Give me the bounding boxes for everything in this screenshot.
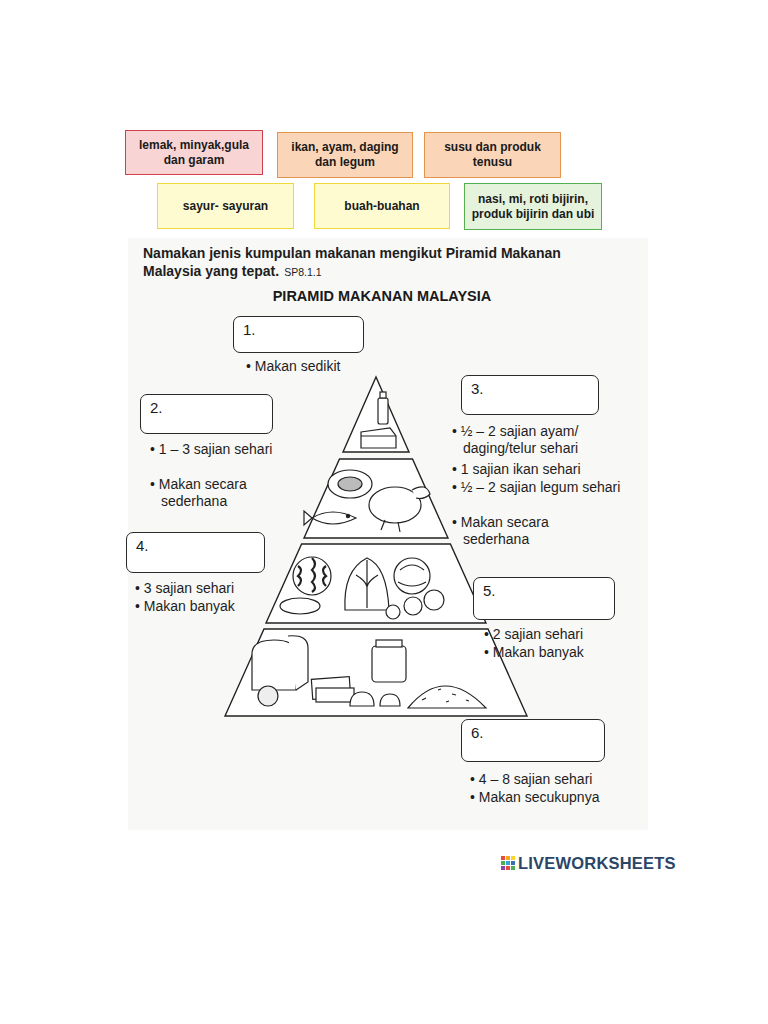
- option-text: lemak, minyak,gula dan garam: [132, 138, 256, 168]
- note-text: • 2 sajian sehari: [484, 626, 645, 643]
- option-text: sayur- sayuran: [183, 199, 268, 214]
- brand-logo: LIVEWORKSHEETS: [518, 853, 688, 873]
- note-text: • 1 – 3 sajian sehari: [150, 441, 291, 458]
- vegetable-fruit-drawing: [280, 557, 444, 619]
- note-text: • ½ – 2 sajian legum sehari: [452, 479, 631, 496]
- note-text: • Makan banyak: [135, 598, 286, 615]
- answer-box: 4.: [126, 532, 265, 573]
- option-box: nasi, mi, roti bijirin, produk bijirin d…: [464, 183, 602, 230]
- option-box: sayur- sayuran: [157, 183, 294, 229]
- note-text: • Makan secara sederhana: [452, 514, 603, 548]
- answer-box: 6.: [461, 719, 605, 762]
- answer-number: 4.: [136, 537, 149, 554]
- option-text: buah-buahan: [344, 199, 419, 214]
- option-text: nasi, mi, roti bijirin, produk bijirin d…: [471, 192, 595, 222]
- answer-number: 1.: [243, 321, 256, 338]
- note-text: • 1 sajian ikan sehari: [452, 461, 631, 478]
- pyramid-title: PIRAMID MAKANAN MALAYSIA: [232, 288, 532, 304]
- option-box: susu dan produk tenusu: [424, 132, 561, 178]
- fats-drawing: [361, 392, 396, 448]
- option-text: ikan, ayam, daging dan legum: [284, 140, 406, 170]
- protein-drawing: [304, 470, 430, 532]
- note-text: • Makan banyak: [484, 644, 645, 661]
- answer-number: 2.: [150, 399, 163, 416]
- instruction-line: Namakan jenis kumpulan makanan mengikut …: [143, 244, 623, 280]
- note-text: • Makan secara sederhana: [150, 476, 281, 510]
- note-text: • Makan secukupnya: [470, 789, 641, 806]
- standard-code: SP8.1.1: [284, 266, 321, 278]
- answer-box: 5.: [473, 577, 615, 620]
- answer-number: 3.: [471, 380, 484, 397]
- option-text: susu dan produk tenusu: [431, 140, 554, 170]
- answer-box: 2.: [140, 394, 273, 434]
- note-text: • Makan sedikit: [246, 358, 407, 375]
- grain-drawing: [252, 636, 486, 708]
- option-box: lemak, minyak,gula dan garam: [125, 130, 263, 175]
- answer-box: 3.: [461, 375, 599, 415]
- note-text: • ½ – 2 sajian ayam/ daging/telur sehari: [452, 423, 631, 457]
- logo-icon: [501, 856, 515, 870]
- answer-number: 6.: [471, 724, 484, 741]
- instruction-words: Namakan jenis kumpulan makanan mengikut …: [143, 245, 561, 279]
- note-text: • 4 – 8 sajian sehari: [470, 771, 641, 788]
- option-box: ikan, ayam, daging dan legum: [277, 132, 413, 178]
- answer-box: 1.: [233, 316, 364, 353]
- option-box: buah-buahan: [314, 183, 450, 229]
- answer-number: 5.: [483, 582, 496, 599]
- note-text: • 3 sajian sehari: [135, 580, 286, 597]
